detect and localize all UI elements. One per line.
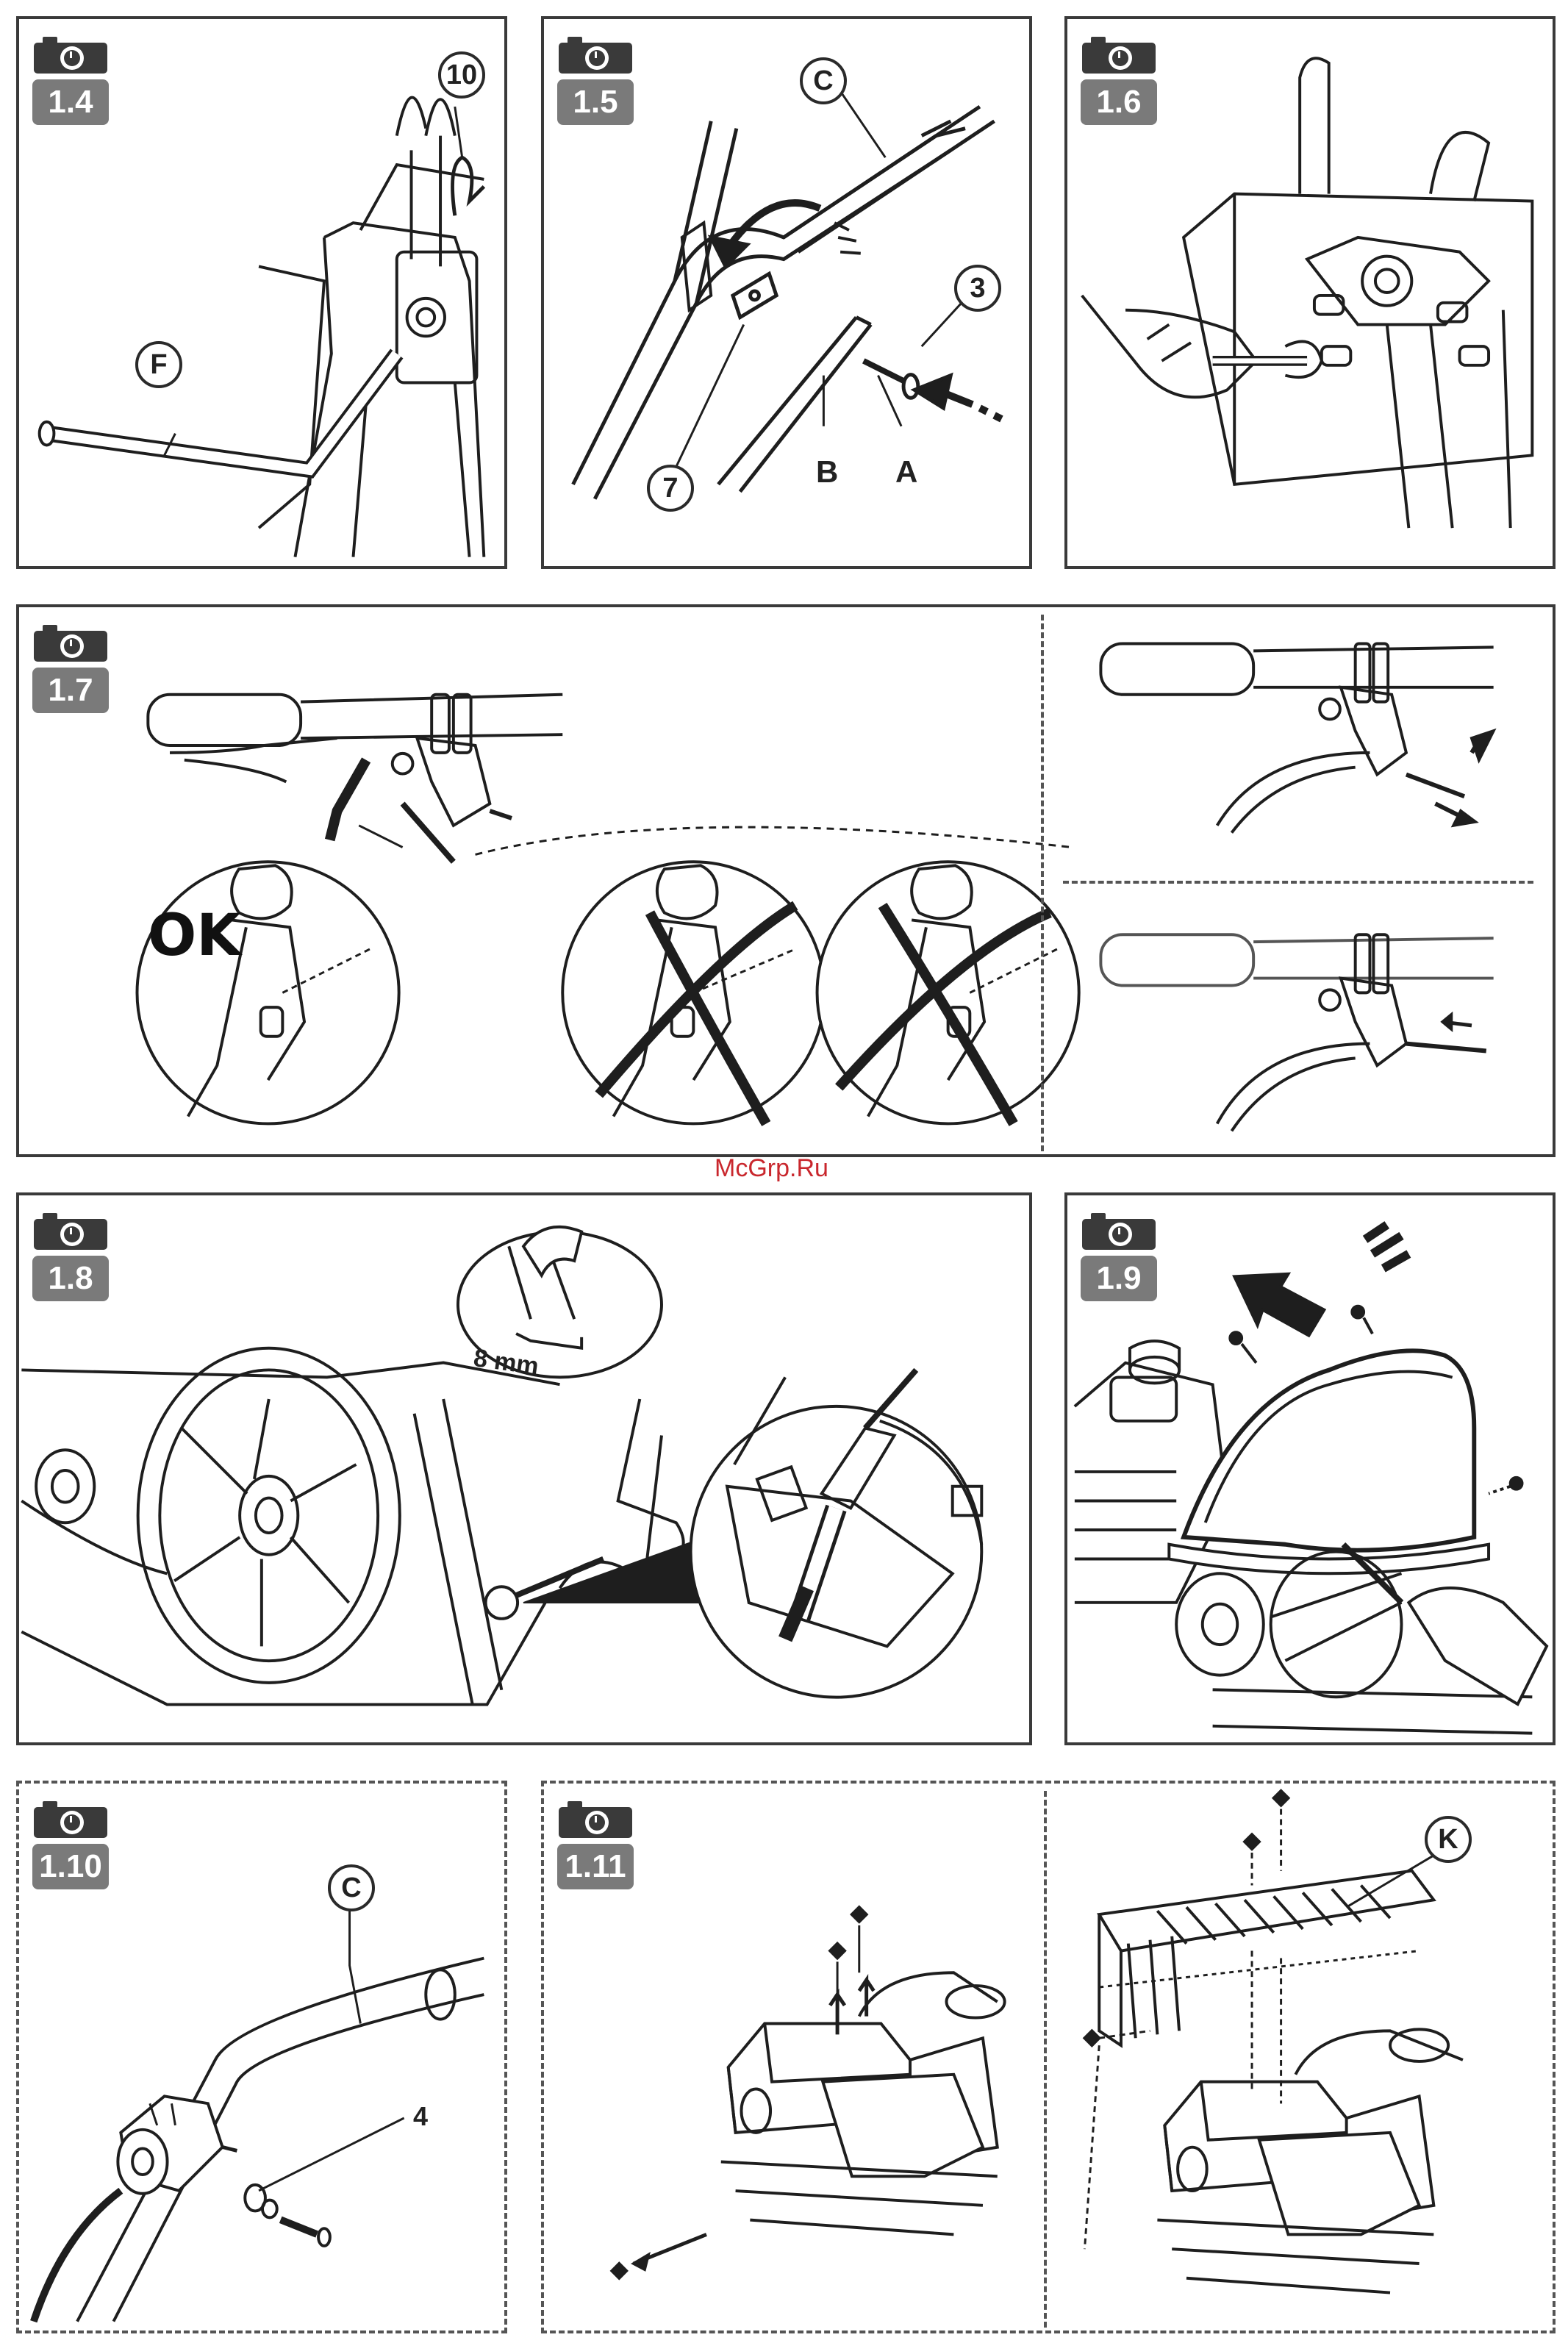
camera-icon <box>32 1800 109 1839</box>
label-b: B <box>816 454 838 490</box>
step-1-9-panel: 1.9 <box>1064 1192 1556 1745</box>
step-1-7-badge: 1.7 <box>32 623 110 713</box>
step-1-4-badge: 1.4 <box>32 35 110 125</box>
callout-f: F <box>135 341 182 388</box>
callout-c: C <box>800 57 847 104</box>
step-1-10-number: 1.10 <box>32 1844 109 1889</box>
step-1-6-badge: 1.6 <box>1081 35 1159 125</box>
camera-icon <box>1081 1212 1157 1251</box>
step-1-8-number: 1.8 <box>32 1256 109 1301</box>
label-a: A <box>895 454 917 490</box>
step-1-6-number: 1.6 <box>1081 79 1157 125</box>
step-1-8-illustration <box>19 1195 1029 1742</box>
camera-icon <box>32 1212 109 1251</box>
step-1-4-panel: 1.4 10 F <box>16 16 507 569</box>
camera-icon <box>32 623 109 663</box>
callout-3: 3 <box>954 265 1001 312</box>
step-1-11-vertical-divider <box>1044 1791 1047 2328</box>
label-4: 4 <box>413 2101 428 2132</box>
callout-10: 10 <box>438 51 485 99</box>
camera-icon <box>32 35 109 75</box>
step-1-5-badge: 1.5 <box>557 35 635 125</box>
callout-k: K <box>1425 1816 1472 1863</box>
step-1-11-panel: 1.11 K <box>541 1781 1556 2333</box>
camera-icon <box>557 35 634 75</box>
step-1-4-number: 1.4 <box>32 79 109 125</box>
step-1-7-panel: 1.7 OK <box>16 604 1556 1157</box>
step-1-10-badge: 1.10 <box>32 1800 110 1889</box>
camera-icon <box>557 1800 634 1839</box>
step-1-9-number: 1.9 <box>1081 1256 1157 1301</box>
step-1-5-panel: 1.5 C 3 7 B A <box>541 16 1032 569</box>
step-1-8-badge: 1.8 <box>32 1212 110 1301</box>
step-1-11-illustration <box>544 1784 1553 2331</box>
step-1-9-badge: 1.9 <box>1081 1212 1159 1301</box>
ok-label: OK <box>148 903 241 969</box>
step-1-7-number: 1.7 <box>32 668 109 713</box>
watermark: McGrp.Ru <box>715 1154 828 1183</box>
step-1-7-vertical-divider <box>1041 615 1044 1151</box>
step-1-8-panel: 1.8 8 mm <box>16 1192 1032 1745</box>
step-1-7-horizontal-divider <box>1063 881 1533 884</box>
step-1-6-panel: 1.6 <box>1064 16 1556 569</box>
step-1-10-panel: 1.10 C 4 <box>16 1781 507 2333</box>
step-1-11-number: 1.11 <box>557 1844 634 1889</box>
callout-c: C <box>328 1864 375 1911</box>
step-1-11-badge: 1.11 <box>557 1800 635 1889</box>
callout-7: 7 <box>647 465 694 512</box>
step-1-5-number: 1.5 <box>557 79 634 125</box>
camera-icon <box>1081 35 1157 75</box>
